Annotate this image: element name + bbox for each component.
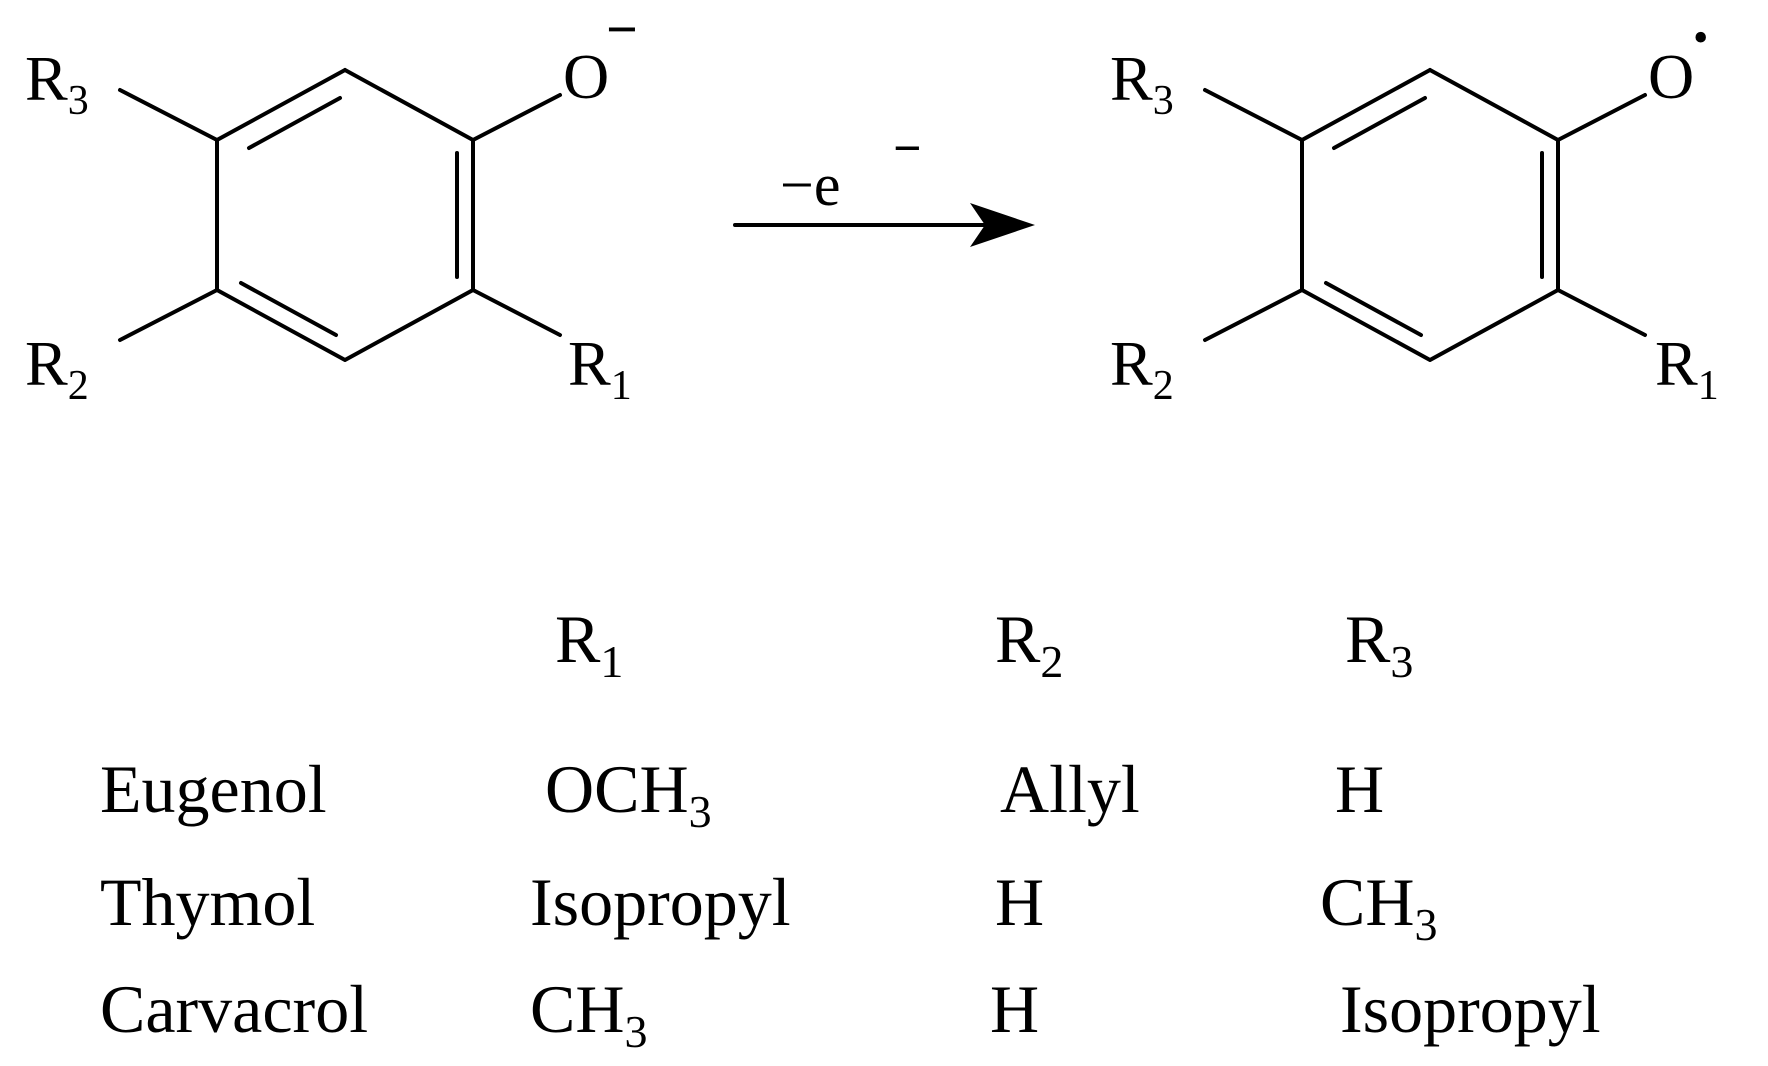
substituent-table: R1 R2 R3 Eugenol OCH3 Allyl H Thymol Iso… [100, 601, 1601, 1057]
product-double-bond-upper-left [1332, 96, 1427, 150]
reagent-label: −e [780, 152, 840, 218]
reactant-bond-r3 [118, 88, 219, 142]
reagent-charge: − [893, 120, 922, 176]
product-phenoxyl-radical: O • R3 R2 R1 [1110, 13, 1719, 409]
reactant-negative-charge: − [606, 0, 638, 61]
reactant-r3-label: R3 [25, 43, 89, 124]
product-ring [1300, 68, 1560, 362]
product-r3-label: R3 [1110, 43, 1174, 124]
r3-value: Isopropyl [1340, 971, 1601, 1047]
r2-value: Allyl [1000, 751, 1140, 827]
product-oxygen-label: O [1648, 41, 1694, 112]
product-bond-o [1556, 93, 1647, 142]
r1-value: OCH3 [545, 751, 712, 837]
reactant-ring [215, 68, 475, 362]
product-r2-label: R2 [1110, 328, 1174, 409]
reactant-phenolate: O − R3 R2 R1 [25, 0, 638, 409]
reactant-bond-r1 [471, 288, 562, 337]
product-bond-r2 [1203, 288, 1304, 342]
table-row: Thymol Isopropyl H CH3 [100, 864, 1437, 950]
reactant-double-bond-lower-left [239, 281, 338, 337]
reactant-r1-label: R1 [568, 328, 632, 409]
reactant-double-bond-upper-left [247, 96, 342, 150]
product-radical-dot: • [1693, 13, 1708, 62]
r1-value: CH3 [530, 971, 647, 1057]
compound-name: Eugenol [100, 751, 327, 827]
reactant-bond-o [471, 93, 562, 142]
table-row: Eugenol OCH3 Allyl H [100, 751, 1384, 837]
r3-value: CH3 [1320, 864, 1437, 950]
product-bond-r3 [1203, 88, 1304, 142]
product-bond-r1 [1556, 288, 1647, 337]
table-header-r3: R3 [1345, 601, 1413, 687]
compound-name: Carvacrol [100, 971, 368, 1047]
product-double-bond-lower-left [1324, 281, 1423, 337]
arrow-head [970, 203, 1035, 247]
r2-value: H [995, 864, 1044, 940]
r2-value: H [990, 971, 1039, 1047]
reactant-oxygen-label: O [563, 41, 609, 112]
reactant-r2-label: R2 [25, 328, 89, 409]
product-r1-label: R1 [1655, 328, 1719, 409]
table-header-r2: R2 [995, 601, 1063, 687]
compound-name: Thymol [100, 864, 315, 940]
r3-value: H [1335, 751, 1384, 827]
reaction-arrow: −e − [733, 120, 1035, 247]
table-row: Carvacrol CH3 H Isopropyl [100, 971, 1601, 1057]
r1-value: Isopropyl [530, 864, 791, 940]
reactant-bond-r2 [118, 288, 219, 342]
table-header-r1: R1 [555, 601, 623, 687]
